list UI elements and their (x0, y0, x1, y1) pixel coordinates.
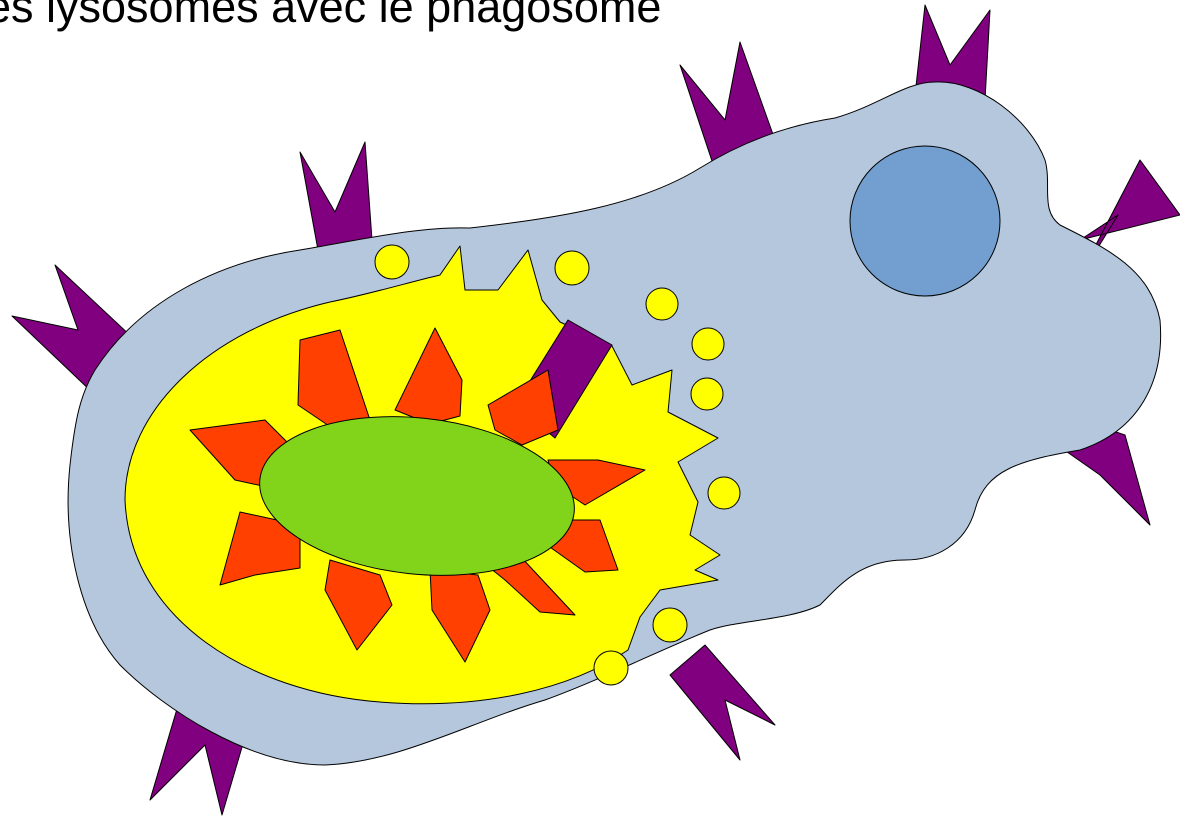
lysosome (691, 378, 723, 410)
lysosome (375, 245, 409, 279)
lysosome (653, 608, 687, 642)
lysosome (692, 328, 724, 360)
lysosome (555, 251, 589, 285)
lysosome (708, 477, 740, 509)
nucleus (850, 146, 1000, 296)
slide-title: es lysosomes avec le phagosome (0, 0, 661, 34)
pseudopod-bottom-middle (670, 645, 775, 760)
lysosome (646, 288, 678, 320)
lysosome (594, 651, 628, 685)
pseudopod-top-left (300, 142, 372, 250)
